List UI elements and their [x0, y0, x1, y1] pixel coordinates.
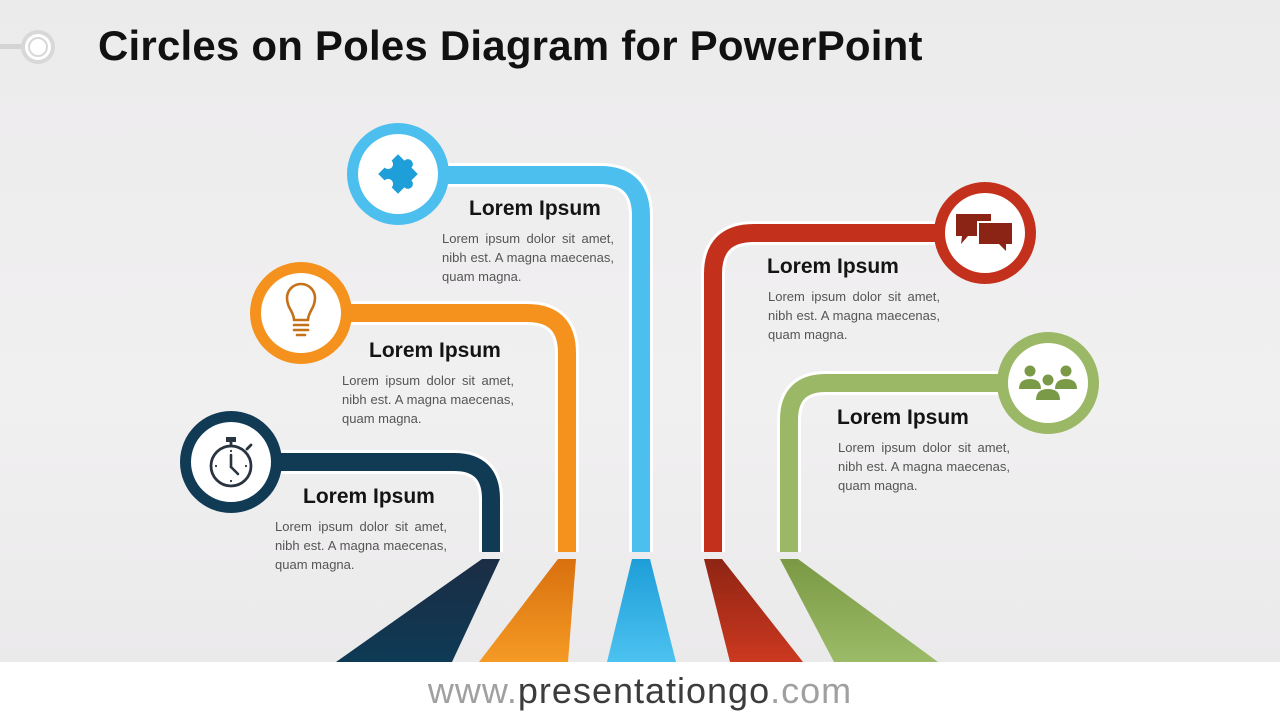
chat-bubbles-icon — [956, 214, 1014, 255]
heading-puzzle: Lorem Ipsum — [469, 197, 601, 220]
footer-prefix: www. — [427, 670, 518, 711]
circle-chat — [934, 182, 1036, 284]
circle-people — [997, 332, 1099, 434]
pole-stopwatch — [230, 450, 503, 552]
base-chat — [704, 559, 803, 662]
circle-stopwatch — [180, 411, 282, 513]
footer-url: www.presentationgo.com — [0, 662, 1280, 720]
slide-canvas: Circles on Poles Diagram for PowerPoint — [0, 0, 1280, 662]
footer-brand: presentationgo — [517, 670, 771, 711]
base-lightbulb — [479, 559, 576, 662]
heading-lightbulb: Lorem Ipsum — [369, 339, 501, 362]
puzzle-icon — [378, 154, 418, 194]
footer-suffix: .com — [770, 670, 853, 711]
base-puzzle — [607, 559, 676, 662]
base-stopwatch — [336, 559, 500, 662]
pole-chat — [701, 221, 985, 552]
heading-chat: Lorem Ipsum — [767, 255, 899, 278]
people-group-icon — [1019, 365, 1077, 400]
body-stopwatch: Lorem ipsum dolor sit amet, nibh est. A … — [275, 519, 447, 572]
stopwatch-icon — [209, 437, 253, 488]
heading-stopwatch: Lorem Ipsum — [303, 485, 435, 508]
base-people — [780, 559, 938, 662]
poles-diagram — [180, 123, 1099, 662]
pole-puzzle — [398, 163, 653, 552]
circle-lightbulb — [250, 262, 352, 364]
body-chat: Lorem ipsum dolor sit amet, nibh est. A … — [768, 289, 940, 342]
body-puzzle: Lorem ipsum dolor sit amet, nibh est. A … — [442, 231, 614, 284]
corner-decoration — [0, 30, 55, 64]
circle-puzzle — [347, 123, 449, 225]
pole-people — [777, 371, 1048, 552]
page-title: Circles on Poles Diagram for PowerPoint — [98, 22, 923, 69]
body-people: Lorem ipsum dolor sit amet, nibh est. A … — [838, 440, 1010, 493]
pole-lightbulb — [300, 301, 579, 552]
heading-people: Lorem Ipsum — [837, 406, 969, 429]
lightbulb-icon — [285, 282, 317, 337]
body-lightbulb: Lorem ipsum dolor sit amet, nibh est. A … — [342, 373, 514, 426]
